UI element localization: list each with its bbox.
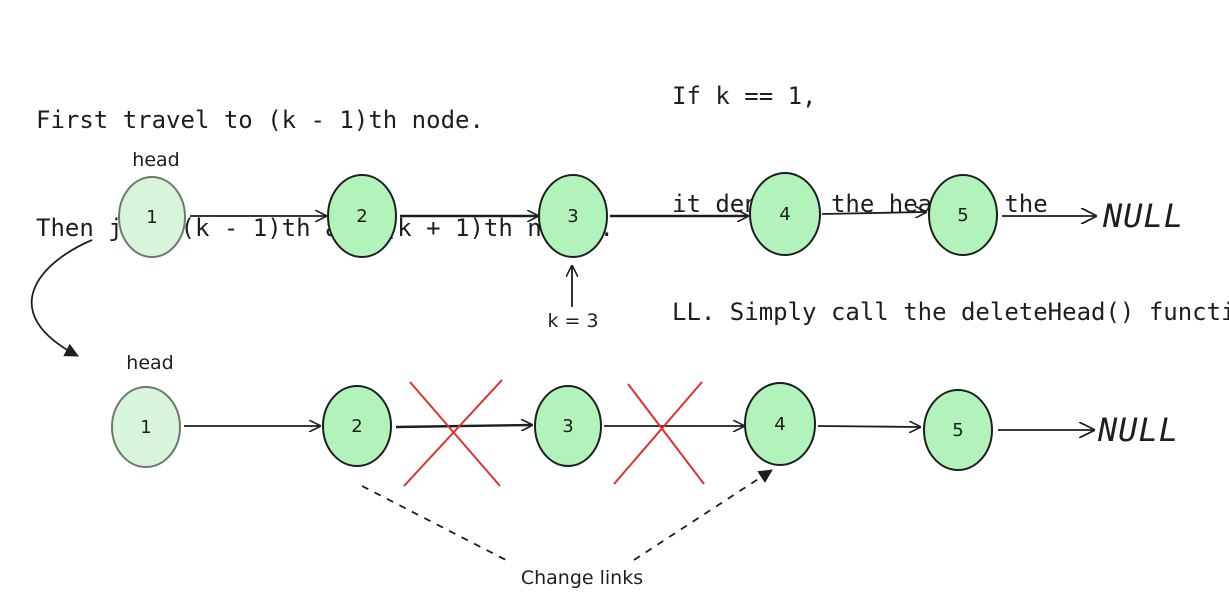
removed-link-cross-1 [403,379,503,487]
change-link-dashed-left [361,485,507,561]
top-node-2-value: 2 [356,206,367,227]
bottom-node-1-value: 1 [140,417,151,438]
bottom-link-4-5 [817,426,920,427]
top-node-3-value: 3 [567,206,578,227]
bottom-linked-list: head 1 2 3 4 [111,352,1179,589]
top-node-1-value: 1 [146,207,157,228]
top-node-2: 2 [327,174,397,258]
bottom-node-1: 1 [111,386,181,468]
bottom-node-2-value: 2 [351,416,362,437]
change-links-label: Change links [521,567,643,589]
bottom-head-label: head [126,352,173,374]
head-case-line-1: If k == 1, [672,82,817,110]
head-case-note: If k == 1, it denotes the head of the LL… [672,6,1229,366]
k-pointer-label: k = 3 [547,310,598,332]
top-node-4-value: 4 [779,204,790,225]
removed-link-cross-2 [613,381,705,485]
transition-arrow [30,239,93,357]
bottom-link-2-3 [395,425,532,427]
bottom-node-5: 5 [923,389,993,471]
top-node-4: 4 [749,172,821,256]
top-null-label: NULL [1102,197,1184,235]
bottom-node-4: 4 [744,382,816,466]
top-link-4-5 [821,212,926,214]
instruction-line-1: First travel to (k - 1)th node. [36,106,484,134]
top-linked-list: head 1 2 3 4 5 NULL k = 3 [118,149,1184,332]
bottom-null-label: NULL [1097,411,1179,449]
bottom-node-5-value: 5 [952,420,963,441]
bottom-node-3-value: 3 [562,416,573,437]
top-node-5-value: 5 [957,205,968,226]
top-head-label: head [132,149,179,171]
top-node-5: 5 [928,174,998,256]
top-node-1: 1 [118,176,186,258]
bottom-node-3: 3 [534,385,602,467]
head-case-line-3: LL. Simply call the deleteHead() functio… [672,298,1229,326]
bottom-node-4-value: 4 [774,414,785,435]
top-node-3: 3 [538,174,608,258]
bottom-node-2: 2 [322,385,392,467]
